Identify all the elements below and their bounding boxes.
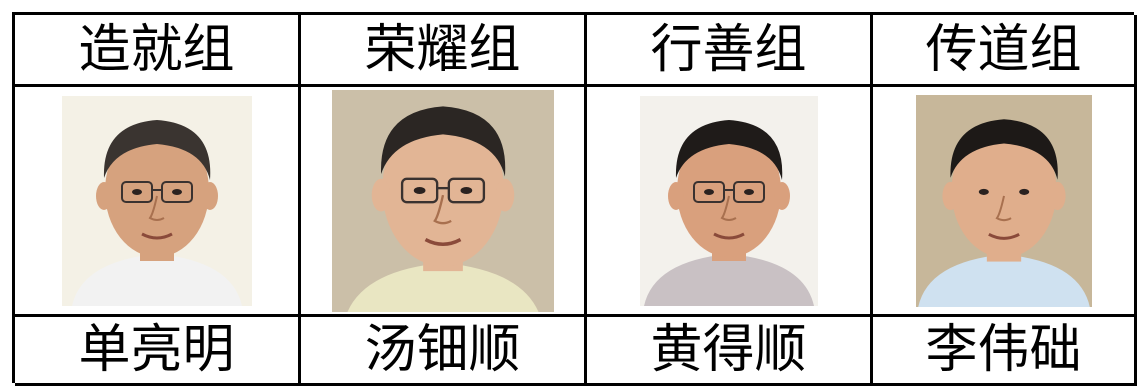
glasses-left-lens	[120, 180, 153, 203]
portrait-photo	[639, 95, 818, 306]
group-header-2: 荣耀组	[301, 15, 587, 87]
nose	[148, 195, 164, 221]
ear-right	[495, 178, 514, 212]
ear-left	[371, 178, 390, 212]
person-name: 黄得顺	[650, 320, 807, 380]
face	[381, 111, 504, 266]
mouth	[140, 232, 173, 239]
face	[951, 123, 1056, 258]
shirt	[917, 254, 1090, 307]
eye-right	[171, 188, 182, 195]
photo-cell-2	[301, 87, 587, 317]
glasses-right-lens	[160, 180, 193, 203]
glasses-right-lens	[732, 180, 765, 203]
eye-right	[460, 186, 472, 194]
group-header-3: 行善组	[587, 15, 873, 87]
person-name: 李伟础	[925, 320, 1082, 380]
ear-right	[201, 181, 218, 210]
glasses-left-lens	[400, 177, 438, 203]
ear-right	[1048, 181, 1066, 210]
ear-left	[95, 181, 112, 210]
portrait-photo	[331, 89, 554, 312]
glasses-left-lens	[692, 180, 725, 203]
eye-right	[743, 188, 754, 195]
group-header-4: 传道组	[873, 15, 1137, 87]
person-name: 单亮明	[78, 320, 235, 380]
person-name: 汤钿顺	[364, 320, 521, 380]
shirt	[347, 262, 538, 312]
eye-left	[978, 188, 989, 195]
mouth	[712, 232, 745, 239]
group-name: 荣耀组	[364, 19, 521, 80]
eye-left	[131, 188, 142, 195]
hair	[949, 118, 1058, 180]
hair	[380, 105, 505, 176]
mouth	[987, 232, 1020, 240]
nose	[994, 195, 1012, 221]
portrait-photo	[61, 95, 252, 306]
shirt	[71, 253, 242, 306]
person-name-cell-4: 李伟础	[873, 317, 1137, 386]
shirt	[643, 253, 814, 306]
photo-cell-1	[15, 87, 301, 317]
eye-left	[703, 188, 714, 195]
eye-right	[1018, 188, 1029, 195]
photo-cell-4	[873, 87, 1137, 317]
group-name: 行善组	[650, 19, 807, 80]
group-name: 造就组	[78, 19, 235, 80]
ear-right	[773, 181, 790, 210]
hair	[675, 119, 782, 180]
hair	[103, 119, 210, 180]
ear-left	[667, 181, 684, 210]
photo-cell-3	[587, 87, 873, 317]
group-header-1: 造就组	[15, 15, 301, 87]
ear-left	[941, 181, 959, 210]
nose	[720, 195, 736, 221]
group-name: 传道组	[925, 19, 1082, 80]
person-name-cell-2: 汤钿顺	[301, 317, 587, 386]
portrait-photo	[915, 94, 1092, 307]
person-name-cell-1: 单亮明	[15, 317, 301, 386]
glasses-right-lens	[447, 177, 485, 203]
nose	[432, 194, 452, 224]
person-name-cell-3: 黄得顺	[587, 317, 873, 386]
staff-table: 造就组 荣耀组 行善组 传道组 单亮明 汤钿顺 黄得顺 李伟础	[12, 12, 1137, 386]
eye-left	[413, 186, 425, 194]
mouth	[424, 237, 461, 246]
